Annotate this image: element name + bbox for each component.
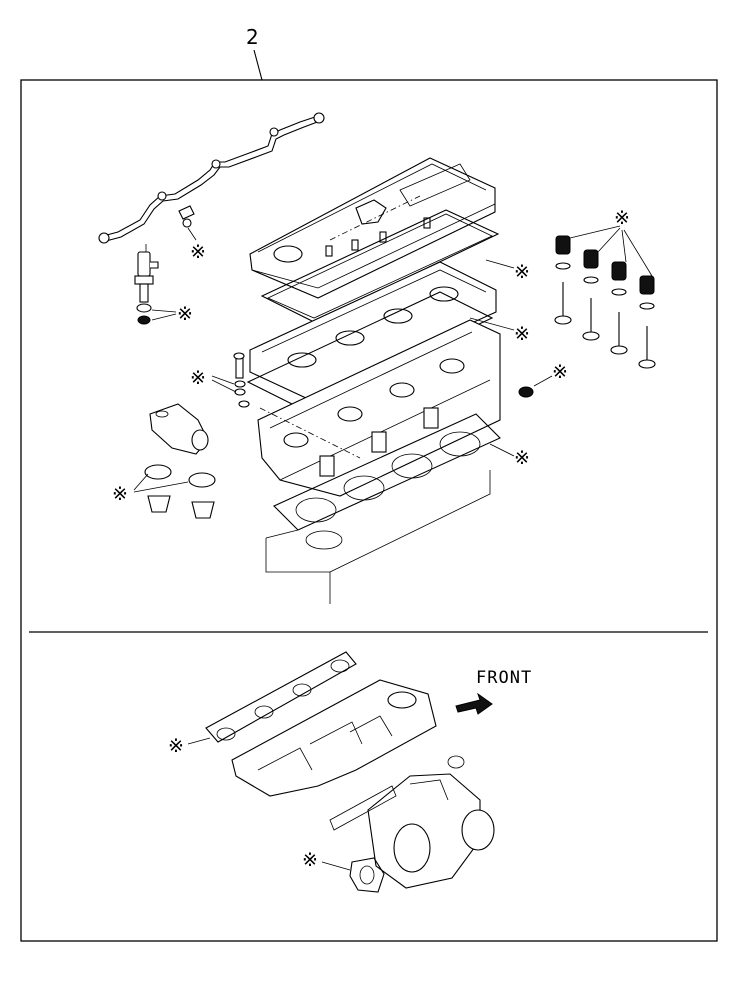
injector-seals [136, 303, 177, 325]
marker-thermostat-gaskets: ※ [112, 483, 128, 505]
marker-injector-seals: ※ [177, 303, 193, 325]
marker-head-gasket: ※ [514, 447, 530, 469]
exhaust-manifold-gasket [187, 651, 357, 745]
cover-gasket [260, 209, 515, 323]
marker-plug-seal: ※ [552, 361, 568, 383]
cylinder-head [257, 319, 501, 497]
thermostats [133, 464, 216, 519]
exhaust-manifold [231, 679, 437, 797]
cylinder-head-cover [249, 157, 496, 299]
thermostat-housing [149, 403, 209, 455]
plug-seal [518, 375, 553, 398]
marker-cover-gasket: ※ [514, 261, 530, 283]
callout-leader [253, 49, 263, 81]
callout-number: 2 [246, 25, 259, 49]
engine-block [265, 470, 491, 604]
marker-valve-stem-seals: ※ [614, 207, 630, 229]
fuel-injector [134, 244, 159, 303]
front-label: FRONT [476, 668, 532, 688]
head-gasket [273, 413, 515, 531]
marker-dowel-orings: ※ [190, 367, 206, 389]
front-arrow [455, 692, 493, 715]
marker-turbo-gasket: ※ [302, 849, 318, 871]
carrier-gasket [246, 291, 494, 409]
valves [554, 282, 656, 369]
valve-stem-seals [555, 225, 655, 310]
injector-pipe [98, 112, 325, 244]
turbo-gasket [321, 857, 385, 893]
marker-cam-carrier-gasket: ※ [514, 323, 530, 345]
pipe-clip [178, 205, 197, 241]
turbocharger [329, 755, 495, 889]
marker-pipe-clip: ※ [190, 241, 206, 263]
camshaft-carrier [249, 261, 515, 399]
marker-exhaust-manifold-gasket: ※ [168, 735, 184, 757]
dowel-orings [211, 352, 250, 408]
diagram-frame [20, 79, 718, 942]
